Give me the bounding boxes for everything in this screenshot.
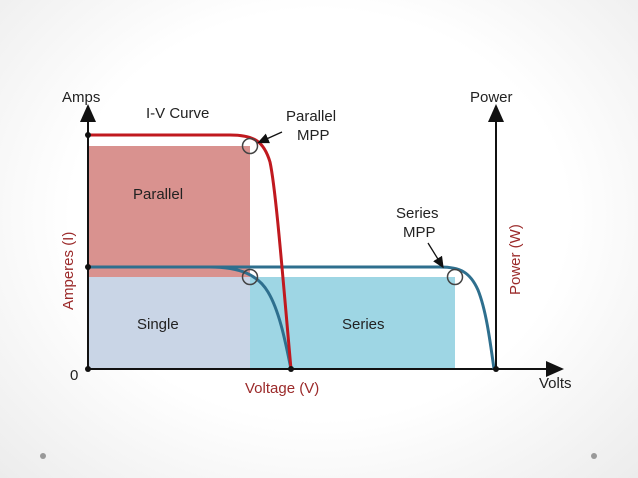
parallel-region — [88, 146, 250, 277]
axis-point-parallel — [85, 132, 91, 138]
single-region-label: Single — [137, 316, 179, 333]
power-axis-title: Power (W) — [507, 224, 524, 295]
parallel-mpp-pointer — [257, 131, 283, 144]
axis-point-origin — [85, 366, 91, 372]
parallel-region-label: Parallel — [133, 186, 183, 203]
volts-label: Volts — [539, 375, 572, 392]
amps-label: Amps — [62, 89, 100, 106]
origin-label: 0 — [70, 367, 78, 384]
parallel-mpp-label-line1: Parallel — [286, 108, 336, 125]
slide-dot-icon — [40, 453, 46, 459]
single-mpp-marker — [241, 268, 259, 286]
series-mpp-label-line1: Series — [396, 205, 439, 222]
axis-point-voc-single — [288, 366, 294, 372]
parallel-mpp-marker — [241, 137, 259, 155]
series-mpp-label-line2: MPP — [403, 224, 436, 241]
parallel-iv-curve — [88, 133, 293, 370]
power-label: Power — [470, 89, 513, 106]
slide-dot-icon — [591, 453, 597, 459]
series-region-label: Series — [342, 316, 385, 333]
iv-curve-label: I-V Curve — [146, 105, 209, 122]
single-region — [88, 277, 250, 369]
series-iv-curve-extended — [210, 265, 496, 370]
voltage-axis-title: Voltage (V) — [245, 380, 319, 397]
series-mpp-marker — [446, 268, 464, 286]
series-mpp-pointer — [427, 242, 444, 269]
parallel-mpp-label-line2: MPP — [297, 127, 330, 144]
amperes-axis-title: Amperes (I) — [60, 232, 77, 310]
axis-point-voc-series — [493, 366, 499, 372]
axis-point-single — [85, 264, 91, 270]
